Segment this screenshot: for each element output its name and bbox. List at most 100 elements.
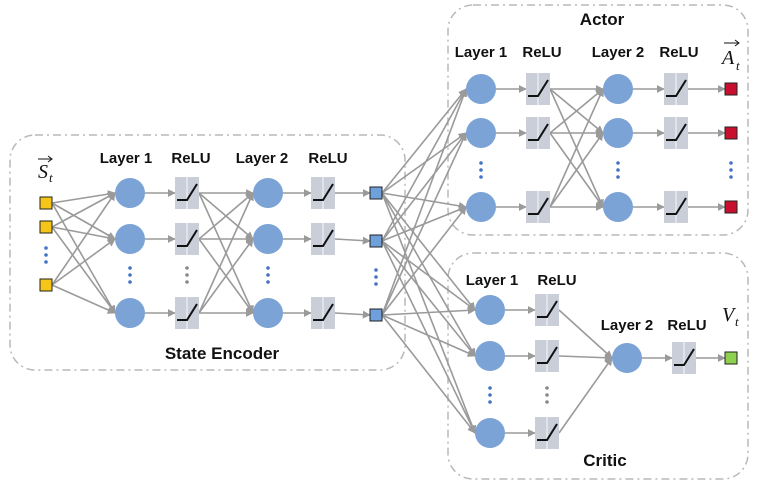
- ellipsis-dot: [374, 275, 378, 279]
- connection-edge: [381, 240, 476, 311]
- neuron: [466, 192, 496, 222]
- input-state-symbol: S: [38, 161, 48, 183]
- relu-unit: [535, 294, 559, 326]
- action-subscript: t: [736, 58, 740, 73]
- ellipsis-dot: [185, 280, 189, 284]
- relu-curve: [528, 123, 549, 141]
- ellipsis-dot: [479, 161, 483, 165]
- action-symbol: A: [720, 47, 735, 69]
- relu-curve: [537, 423, 558, 441]
- ellipsis-dot: [479, 168, 483, 172]
- input-node: [39, 220, 53, 234]
- connection-edge: [51, 192, 116, 228]
- actor-title: Actor: [580, 10, 625, 29]
- neuron: [475, 418, 505, 448]
- ellipsis-dot: [185, 266, 189, 270]
- ellipsis-dot: [185, 273, 189, 277]
- ellipsis-dot: [488, 400, 492, 404]
- ellipsis-dot: [729, 175, 733, 179]
- neuron: [115, 224, 145, 254]
- connection-edge: [51, 226, 116, 242]
- value-node: [724, 351, 738, 365]
- relu-unit: [526, 117, 550, 149]
- neuron: [612, 343, 642, 373]
- encoder-layer1-label: Layer 1: [100, 150, 153, 167]
- connection-edge: [549, 88, 604, 134]
- ellipsis-dot: [266, 280, 270, 284]
- relu-unit: [664, 191, 688, 223]
- neuron: [475, 341, 505, 371]
- neuron: [603, 118, 633, 148]
- connections: [51, 85, 726, 437]
- relu-unit: [664, 117, 688, 149]
- relu-unit: [311, 297, 335, 329]
- connection-edge: [381, 132, 467, 316]
- encoder-relu2-label: ReLU: [308, 150, 347, 167]
- relu-unit: [175, 177, 199, 209]
- input-state-subscript: t: [49, 170, 53, 185]
- actor-relu2-label: ReLU: [659, 44, 698, 61]
- connection-edge: [51, 190, 116, 204]
- connection-edge: [334, 236, 371, 245]
- ellipsis-dot: [545, 386, 549, 390]
- ellipsis-dot: [128, 266, 132, 270]
- connection-edge: [51, 192, 116, 286]
- actor-relu1-label: ReLU: [522, 44, 561, 61]
- ellipsis-dot: [374, 282, 378, 286]
- ellipsis-dot: [128, 273, 132, 277]
- critic-relu2-label: ReLU: [667, 317, 706, 334]
- value-symbol: V: [722, 304, 737, 326]
- ellipsis-dot: [266, 273, 270, 277]
- relu-unit: [175, 223, 199, 255]
- ellipsis-dot: [616, 175, 620, 179]
- neuron: [603, 74, 633, 104]
- critic-layer2-label: Layer 2: [601, 317, 654, 334]
- encoder-relu1-label: ReLU: [171, 150, 210, 167]
- ellipsis-dot: [616, 168, 620, 172]
- connection-edge: [381, 240, 476, 357]
- relu-curve: [177, 183, 198, 201]
- connection-edge: [381, 240, 476, 434]
- connection-edge: [334, 310, 371, 319]
- input-node: [39, 278, 53, 292]
- relu-unit: [535, 417, 559, 449]
- relu-unit: [175, 297, 199, 329]
- state-encoder-title: State Encoder: [165, 344, 280, 363]
- relu-curve: [313, 183, 334, 201]
- connection-edge: [381, 132, 467, 194]
- relu-unit: [664, 73, 688, 105]
- connection-edge: [51, 238, 116, 286]
- ellipsis-dot: [488, 393, 492, 397]
- relu-curve: [537, 300, 558, 318]
- neuron: [253, 178, 283, 208]
- connection-edge: [198, 192, 254, 240]
- ellipsis-dot: [44, 260, 48, 264]
- relu-curve: [666, 79, 687, 97]
- actor-layer2-label: Layer 2: [592, 44, 645, 61]
- connection-edge: [381, 88, 468, 316]
- neuron: [603, 192, 633, 222]
- relu-curve: [537, 346, 558, 364]
- feature-node: [369, 308, 383, 322]
- relu-curve: [313, 229, 334, 247]
- connection-edge: [381, 314, 476, 357]
- connection-edge: [51, 284, 116, 314]
- connection-edge: [381, 314, 476, 434]
- connection-edge: [51, 226, 116, 314]
- connection-edge: [51, 202, 116, 314]
- connection-edge: [381, 306, 476, 316]
- ellipsis-dot: [479, 175, 483, 179]
- ellipsis-dot: [44, 246, 48, 250]
- state-encoder-border: [9, 134, 406, 371]
- connection-edge: [381, 192, 476, 311]
- relu-unit: [311, 177, 335, 209]
- action-node: [724, 82, 738, 96]
- ellipsis-dot: [729, 161, 733, 165]
- action-node: [724, 126, 738, 140]
- relu-curve: [313, 303, 334, 321]
- relu-curve: [177, 303, 198, 321]
- relu-unit: [526, 191, 550, 223]
- value-subscript: t: [735, 314, 739, 329]
- neuron: [253, 224, 283, 254]
